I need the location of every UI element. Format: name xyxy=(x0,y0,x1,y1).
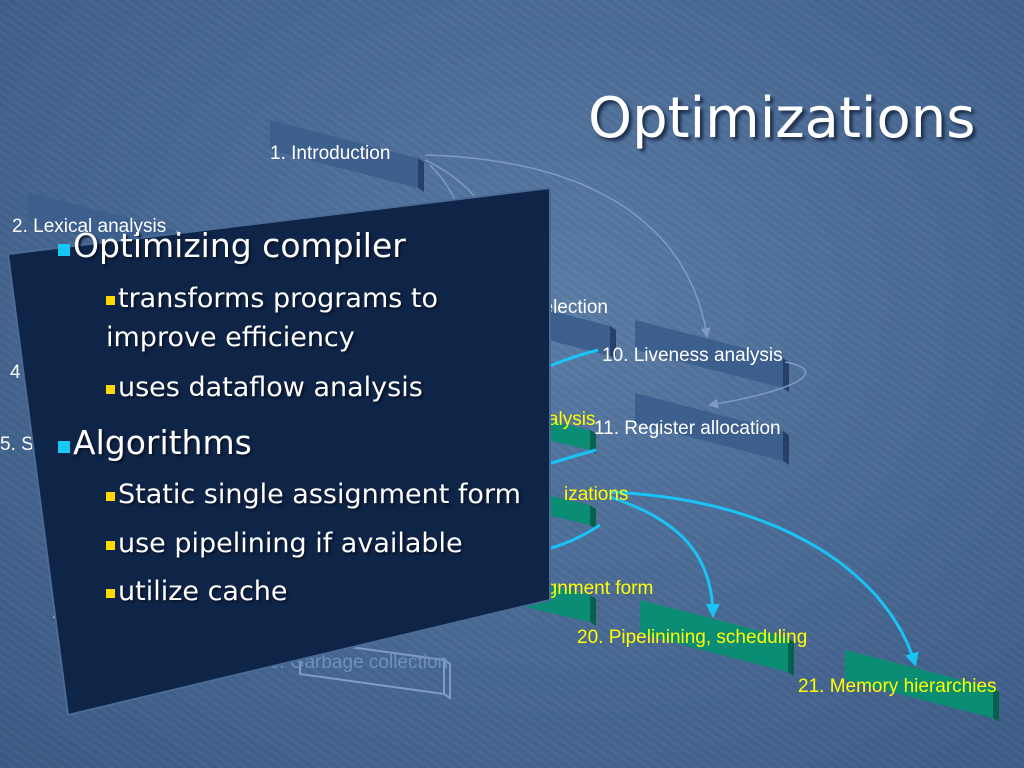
arrow-opt-to-memory xyxy=(609,490,919,667)
arrow-cyan-to-ssa xyxy=(519,523,601,558)
label-introduction: 1. Introduction xyxy=(270,143,391,164)
bullet-pipelining: use pipelining if available xyxy=(106,528,463,559)
bullet-transforms-programs-cont: improve efficiency xyxy=(106,322,355,353)
label-item-5: 5. S xyxy=(0,434,34,455)
label-register-allocation: 11. Register allocation xyxy=(594,418,781,439)
label-pipelining: 20. Pipelinining, scheduling xyxy=(577,627,808,648)
bullet-square-icon xyxy=(106,492,115,501)
label-garbage-collection: 13. Garbage collection xyxy=(258,652,449,673)
label-liveness-analysis: 10. Liveness analysis xyxy=(602,345,783,366)
arrow-opt-to-pipelining xyxy=(609,495,720,618)
arrow-liveness-to-register xyxy=(708,361,807,409)
bullet-utilize-cache: utilize cache xyxy=(106,576,288,607)
label-instruction-selection: selection xyxy=(533,297,608,318)
bullet-optimizing-compiler: Optimizing compiler xyxy=(58,226,406,265)
arrow-intro-to-liveness xyxy=(424,154,711,338)
box-introduction xyxy=(270,120,424,192)
bullet-transforms-programs: transforms programs to xyxy=(106,283,438,314)
bullet-uses-dataflow: uses dataflow analysis xyxy=(106,372,423,403)
bullet-algorithms: Algorithms xyxy=(58,423,252,462)
label-memory-hierarchies: 21. Memory hierarchies xyxy=(798,676,997,697)
arrow-intro-to-selection-a xyxy=(424,159,507,291)
bullet-square-icon xyxy=(58,244,70,256)
bullet-square-icon xyxy=(106,385,115,394)
label-item-1x: 1 xyxy=(52,602,63,623)
slide-title: Optimizations xyxy=(588,86,976,151)
bullet-square-icon xyxy=(106,541,115,550)
box-liveness-analysis xyxy=(635,320,789,392)
arrow-cyan-to-dataflow xyxy=(519,348,599,382)
arrow-cyan-to-optimizations xyxy=(529,448,597,472)
label-dataflow-analysis: y analysis xyxy=(512,409,596,430)
label-item-4: 4 xyxy=(10,362,21,383)
box-register-allocation xyxy=(635,393,789,465)
bullet-ssa-form: Static single assignment form xyxy=(106,479,521,510)
bullet-square-icon xyxy=(106,589,115,598)
box-pipelining xyxy=(640,600,794,676)
box-memory-hierarchies xyxy=(845,650,999,722)
label-optimizations: izations xyxy=(564,484,629,505)
bullet-square-icon xyxy=(106,296,115,305)
bullet-square-icon xyxy=(58,441,70,453)
label-ssa-form: e assignment form xyxy=(497,578,654,599)
